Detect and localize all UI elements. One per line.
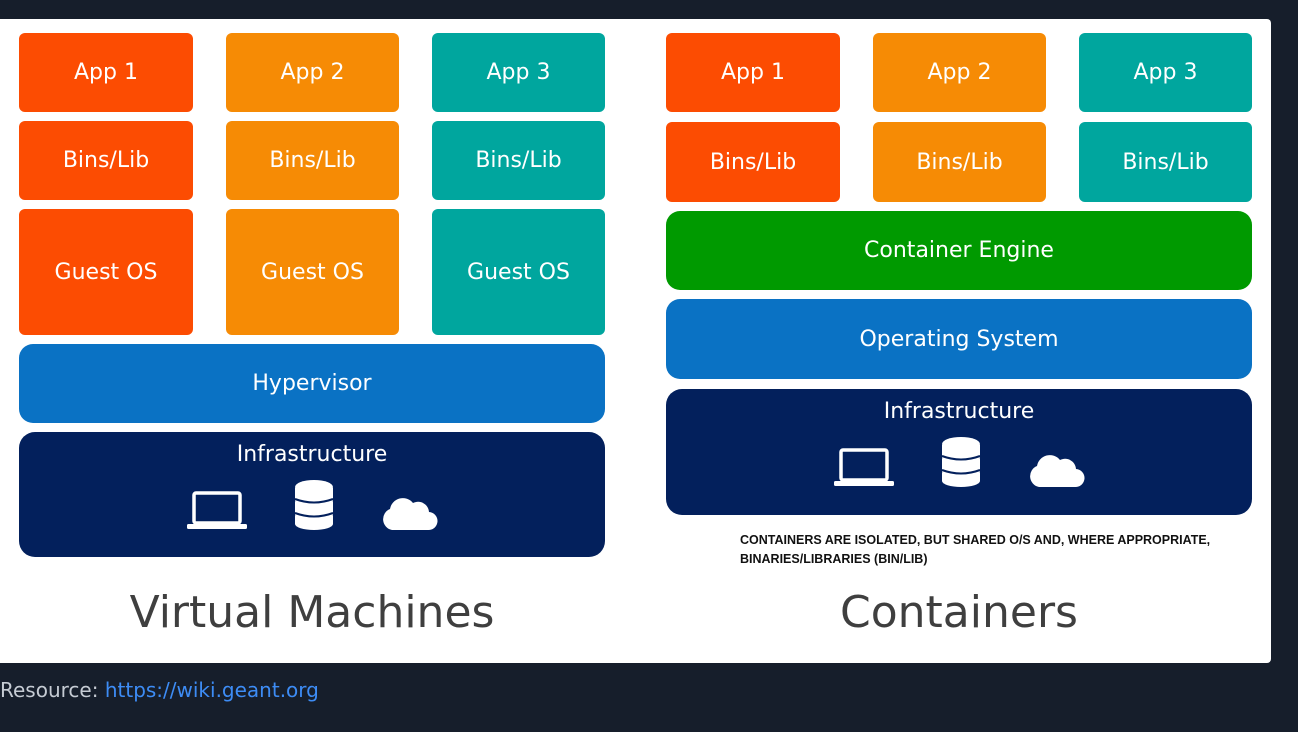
container-infrastructure-label: Infrastructure <box>883 399 1035 424</box>
container-engine: Container Engine <box>666 211 1252 290</box>
vm-guest-os-1: Guest OS <box>19 209 193 335</box>
containers-note-line-1: CONTAINERS ARE ISOLATED, BUT SHARED O/S … <box>740 533 1211 547</box>
vm-infrastructure-label: Infrastructure <box>236 442 388 467</box>
vm-guest-os-3: Guest OS <box>432 209 605 335</box>
vm-app-1: App 1 <box>19 33 193 112</box>
laptop-icon <box>833 448 895 488</box>
vm-bins-2-label: Bins/Lib <box>269 148 356 173</box>
container-infrastructure-icons <box>833 436 1085 488</box>
vm-guest-os-2-label: Guest OS <box>261 259 364 285</box>
container-operating-system: Operating System <box>666 299 1252 379</box>
vm-hypervisor-label: Hypervisor <box>252 371 372 396</box>
container-bins-1: Bins/Lib <box>666 122 840 202</box>
database-icon <box>941 436 981 488</box>
container-app-1-label: App 1 <box>721 60 785 85</box>
vm-bins-3-label: Bins/Lib <box>475 148 562 173</box>
containers-title: Containers <box>840 587 1078 638</box>
vm-guest-os-1-label: Guest OS <box>54 259 158 285</box>
vm-app-2-label: App 2 <box>280 60 345 85</box>
vm-infrastructure: Infrastructure <box>19 432 605 557</box>
cloud-icon <box>380 497 438 531</box>
vm-guest-os-2: Guest OS <box>226 209 399 335</box>
vm-app-3: App 3 <box>432 33 605 112</box>
container-bins-1-label: Bins/Lib <box>709 149 797 175</box>
container-bins-2: Bins/Lib <box>873 122 1046 202</box>
vm-bins-2: Bins/Lib <box>226 121 399 200</box>
vm-app-1-label: App 1 <box>74 60 138 85</box>
container-app-2: App 2 <box>873 33 1046 112</box>
container-engine-label: Container Engine <box>864 238 1054 263</box>
cloud-icon <box>1027 454 1085 488</box>
database-icon <box>294 479 334 531</box>
container-app-3: App 3 <box>1079 33 1252 112</box>
vm-guest-os-3-label: Guest OS <box>467 259 570 285</box>
vm-bins-1: Bins/Lib <box>19 121 193 200</box>
container-app-1: App 1 <box>666 33 840 112</box>
container-bins-3: Bins/Lib <box>1079 122 1252 202</box>
container-app-2-label: App 2 <box>927 60 992 85</box>
containers-note: CONTAINERS ARE ISOLATED, BUT SHARED O/S … <box>740 531 1240 569</box>
vm-app-3-label: App 3 <box>486 60 551 85</box>
laptop-icon <box>186 491 248 531</box>
resource-link[interactable]: https://wiki.geant.org <box>104 678 319 702</box>
container-infrastructure: Infrastructure <box>666 389 1252 515</box>
resource-caption-prefix: Resource: <box>0 678 105 702</box>
vm-title: Virtual Machines <box>129 587 495 638</box>
vm-bins-3: Bins/Lib <box>432 121 605 200</box>
container-operating-system-label: Operating System <box>859 326 1059 352</box>
vm-hypervisor: Hypervisor <box>19 344 605 423</box>
resource-caption: Resource: https://wiki.geant.org <box>0 678 319 702</box>
container-bins-3-label: Bins/Lib <box>1122 149 1209 175</box>
vm-infrastructure-icons <box>186 479 438 531</box>
vm-bins-1-label: Bins/Lib <box>62 148 150 173</box>
container-app-3-label: App 3 <box>1133 60 1198 85</box>
containers-note-line-2: BINARIES/LIBRARIES (BIN/LIB) <box>740 552 928 566</box>
container-bins-2-label: Bins/Lib <box>916 149 1003 175</box>
vm-app-2: App 2 <box>226 33 399 112</box>
